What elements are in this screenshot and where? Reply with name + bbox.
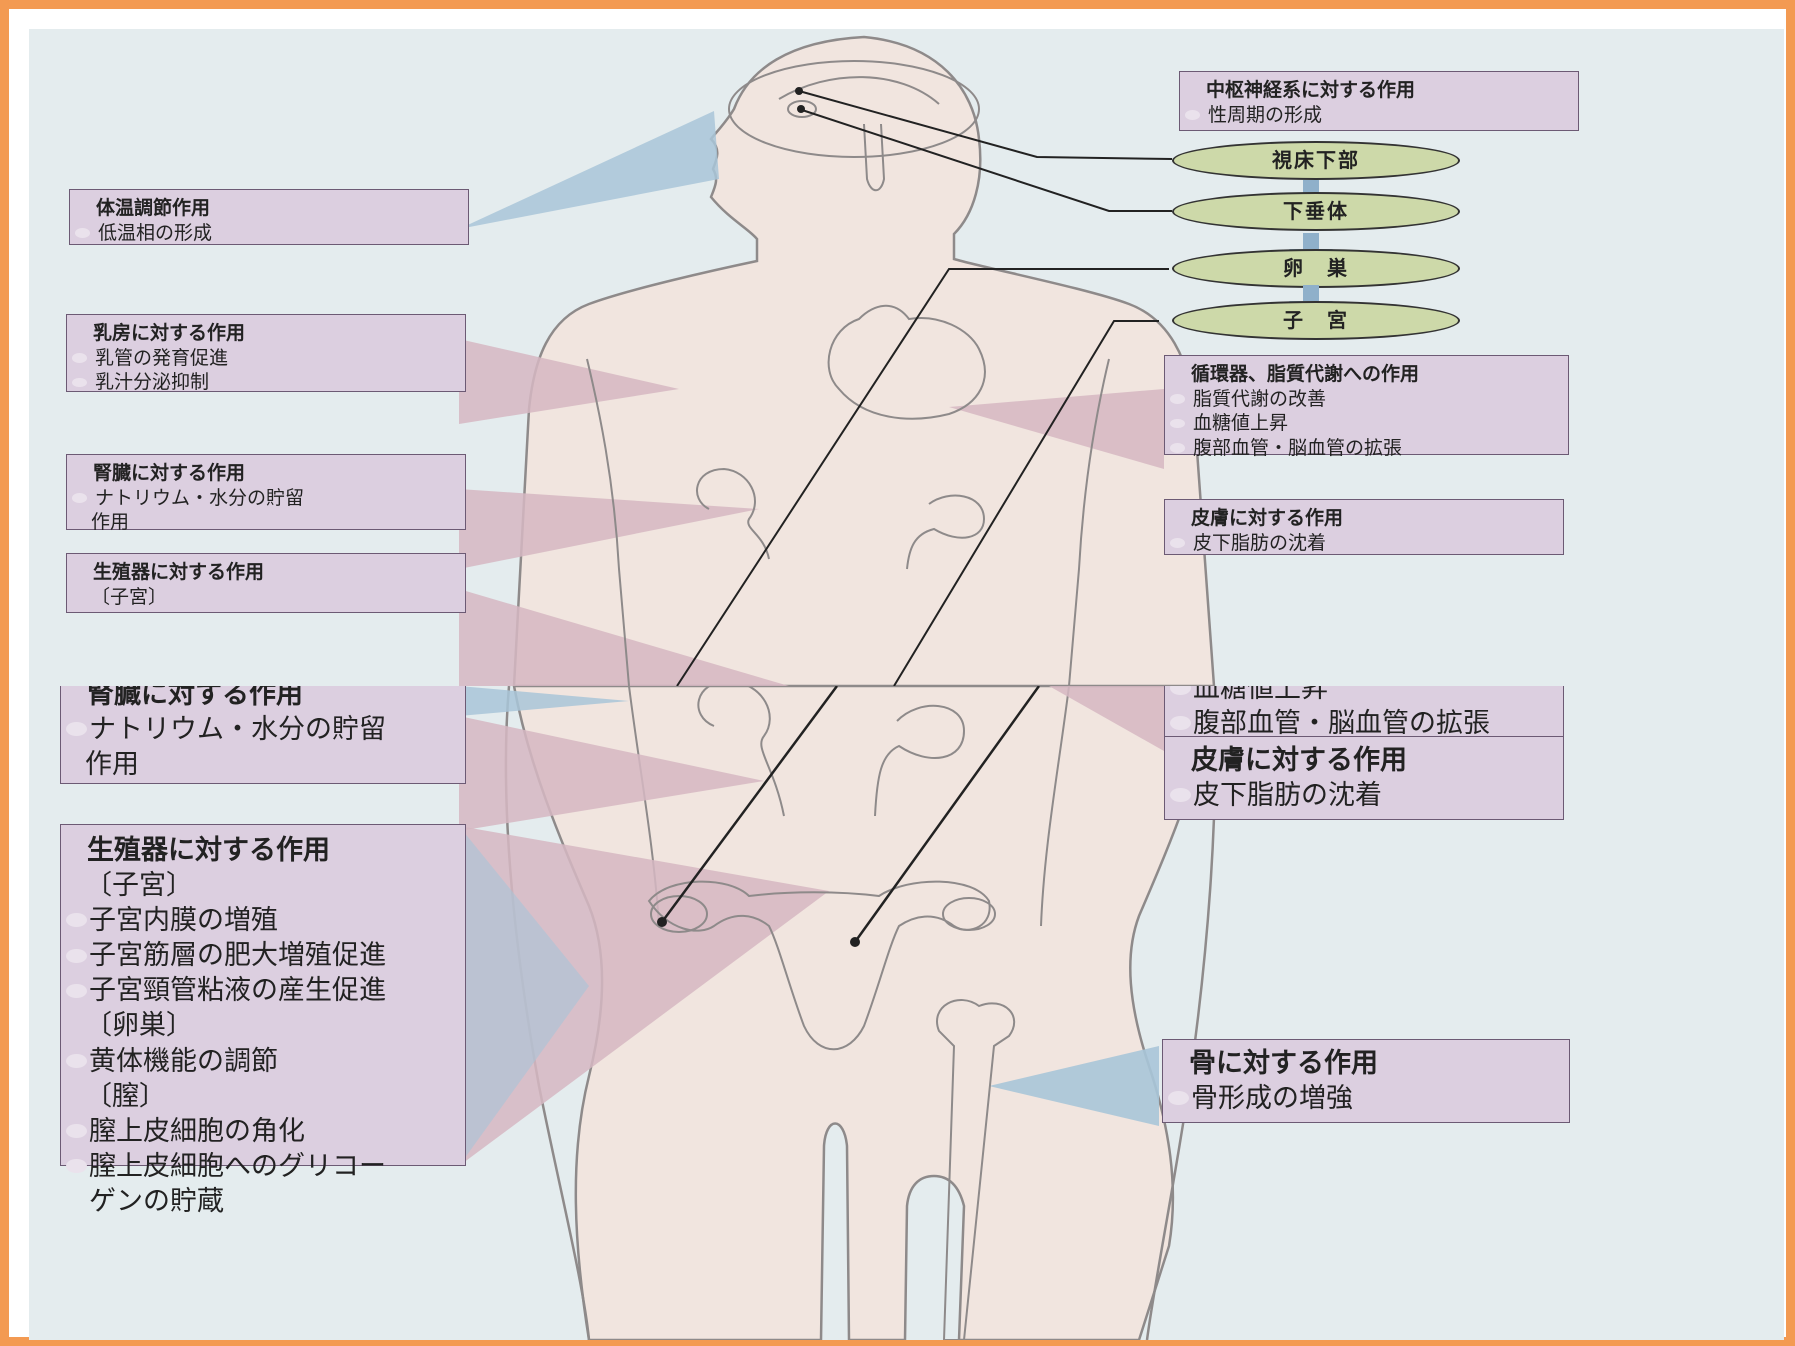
repro-uterus-item-2: 子宮筋層の肥大増殖促進 bbox=[89, 938, 455, 973]
circ-partial-item-1: 血糖値上昇 bbox=[1193, 686, 1553, 706]
cascade-hypothalamus: 視床下部 bbox=[1172, 141, 1460, 180]
repro-partial-title: 生殖器に対する作用 bbox=[93, 560, 455, 585]
bone-title: 骨に対する作用 bbox=[1189, 1046, 1559, 1081]
kidney2-title: 腎臓に対する作用 bbox=[87, 686, 455, 712]
repro-title: 生殖器に対する作用 bbox=[87, 833, 455, 868]
ovary-dot bbox=[657, 917, 667, 927]
breast-title: 乳房に対する作用 bbox=[93, 321, 455, 346]
wedge-thermo bbox=[459, 111, 719, 229]
kidney-item-1: ナトリウム・水分の貯留 bbox=[95, 486, 455, 511]
cns-box: 中枢神経系に対する作用 性周期の形成 bbox=[1179, 71, 1579, 131]
bone-box: 骨に対する作用 骨形成の増強 bbox=[1162, 1039, 1570, 1123]
repro-uterus-heading: 〔子宮〕 bbox=[85, 868, 455, 903]
circ-item-3: 腹部血管・脳血管の拡張 bbox=[1193, 436, 1558, 461]
repro-box: 生殖器に対する作用 〔子宮〕 子宮内膜の増殖 子宮筋層の肥大増殖促進 子宮頸管粘… bbox=[60, 824, 466, 1166]
breast-item-1: 乳管の発育促進 bbox=[95, 346, 455, 371]
repro-vagina-item-2: 膣上皮細胞へのグリコー bbox=[89, 1149, 455, 1184]
kidney-title: 腎臓に対する作用 bbox=[93, 461, 455, 486]
kidney-box: 腎臓に対する作用 ナトリウム・水分の貯留 作用 bbox=[66, 454, 466, 530]
cns-item: 性周期の形成 bbox=[1208, 103, 1568, 128]
repro-ovary-heading: 〔卵巣〕 bbox=[85, 1008, 455, 1043]
circ-item-2: 血糖値上昇 bbox=[1193, 411, 1558, 436]
thermo-title: 体温調節作用 bbox=[96, 196, 458, 221]
kidney2-item-2: 作用 bbox=[85, 747, 455, 782]
cascade-uterus: 子 宮 bbox=[1172, 301, 1460, 340]
repro-partial-sub: 〔子宮〕 bbox=[91, 585, 455, 610]
hypothalamus-dot bbox=[795, 87, 803, 95]
repro-uterus-item-1: 子宮内膜の増殖 bbox=[89, 903, 455, 938]
repro-vagina-item-1: 膣上皮細胞の角化 bbox=[89, 1114, 455, 1149]
kidney2-item-1: ナトリウム・水分の貯留 bbox=[89, 712, 455, 747]
cns-title: 中枢神経系に対する作用 bbox=[1206, 78, 1568, 103]
kidney-item-2: 作用 bbox=[91, 510, 455, 535]
skin2-title: 皮膚に対する作用 bbox=[1191, 743, 1553, 778]
repro-partial-box: 生殖器に対する作用 〔子宮〕 bbox=[66, 553, 466, 613]
skin-title: 皮膚に対する作用 bbox=[1191, 506, 1553, 531]
kidney2-box: 腎臓に対する作用 ナトリウム・水分の貯留 作用 bbox=[60, 686, 466, 784]
diagram-bottom-panel: 血糖値上昇 腹部血管・脳血管の拡張 腎臓に対する作用 ナトリウム・水分の貯留 作… bbox=[29, 686, 1784, 1340]
skin2-item: 皮下脂肪の沈着 bbox=[1193, 778, 1553, 813]
breast-box: 乳房に対する作用 乳管の発育促進 乳汁分泌抑制 bbox=[66, 314, 466, 392]
repro-vagina-heading: 〔膣〕 bbox=[85, 1079, 455, 1114]
pituitary-dot bbox=[797, 105, 805, 113]
skin-item: 皮下脂肪の沈着 bbox=[1193, 531, 1553, 556]
skin2-box: 皮膚に対する作用 皮下脂肪の沈着 bbox=[1164, 736, 1564, 820]
cascade-ovary: 卵 巣 bbox=[1172, 249, 1460, 288]
breast-item-2: 乳汁分泌抑制 bbox=[95, 370, 455, 395]
repro-ovary-item-1: 黄体機能の調節 bbox=[89, 1044, 455, 1079]
circ-box: 循環器、脂質代謝への作用 脂質代謝の改善 血糖値上昇 腹部血管・脳血管の拡張 bbox=[1164, 355, 1569, 455]
skin-box: 皮膚に対する作用 皮下脂肪の沈着 bbox=[1164, 499, 1564, 555]
leg-gap bbox=[821, 1124, 849, 1341]
circ-item-1: 脂質代謝の改善 bbox=[1193, 387, 1558, 412]
cascade-pituitary: 下垂体 bbox=[1172, 192, 1460, 231]
thermo-item: 低温相の形成 bbox=[98, 221, 458, 246]
repro-vagina-item-3: ゲンの貯蔵 bbox=[89, 1184, 455, 1219]
bone-item: 骨形成の増強 bbox=[1191, 1081, 1559, 1116]
diagram-top-panel: 中枢神経系に対する作用 性周期の形成 視床下部 下垂体 卵 巣 子 宮 体温調節… bbox=[29, 29, 1784, 686]
circ-title: 循環器、脂質代謝への作用 bbox=[1191, 362, 1558, 387]
thermo-box: 体温調節作用 低温相の形成 bbox=[69, 189, 469, 245]
uterus-dot bbox=[850, 937, 860, 947]
repro-uterus-item-3: 子宮頸管粘液の産生促進 bbox=[89, 973, 455, 1008]
